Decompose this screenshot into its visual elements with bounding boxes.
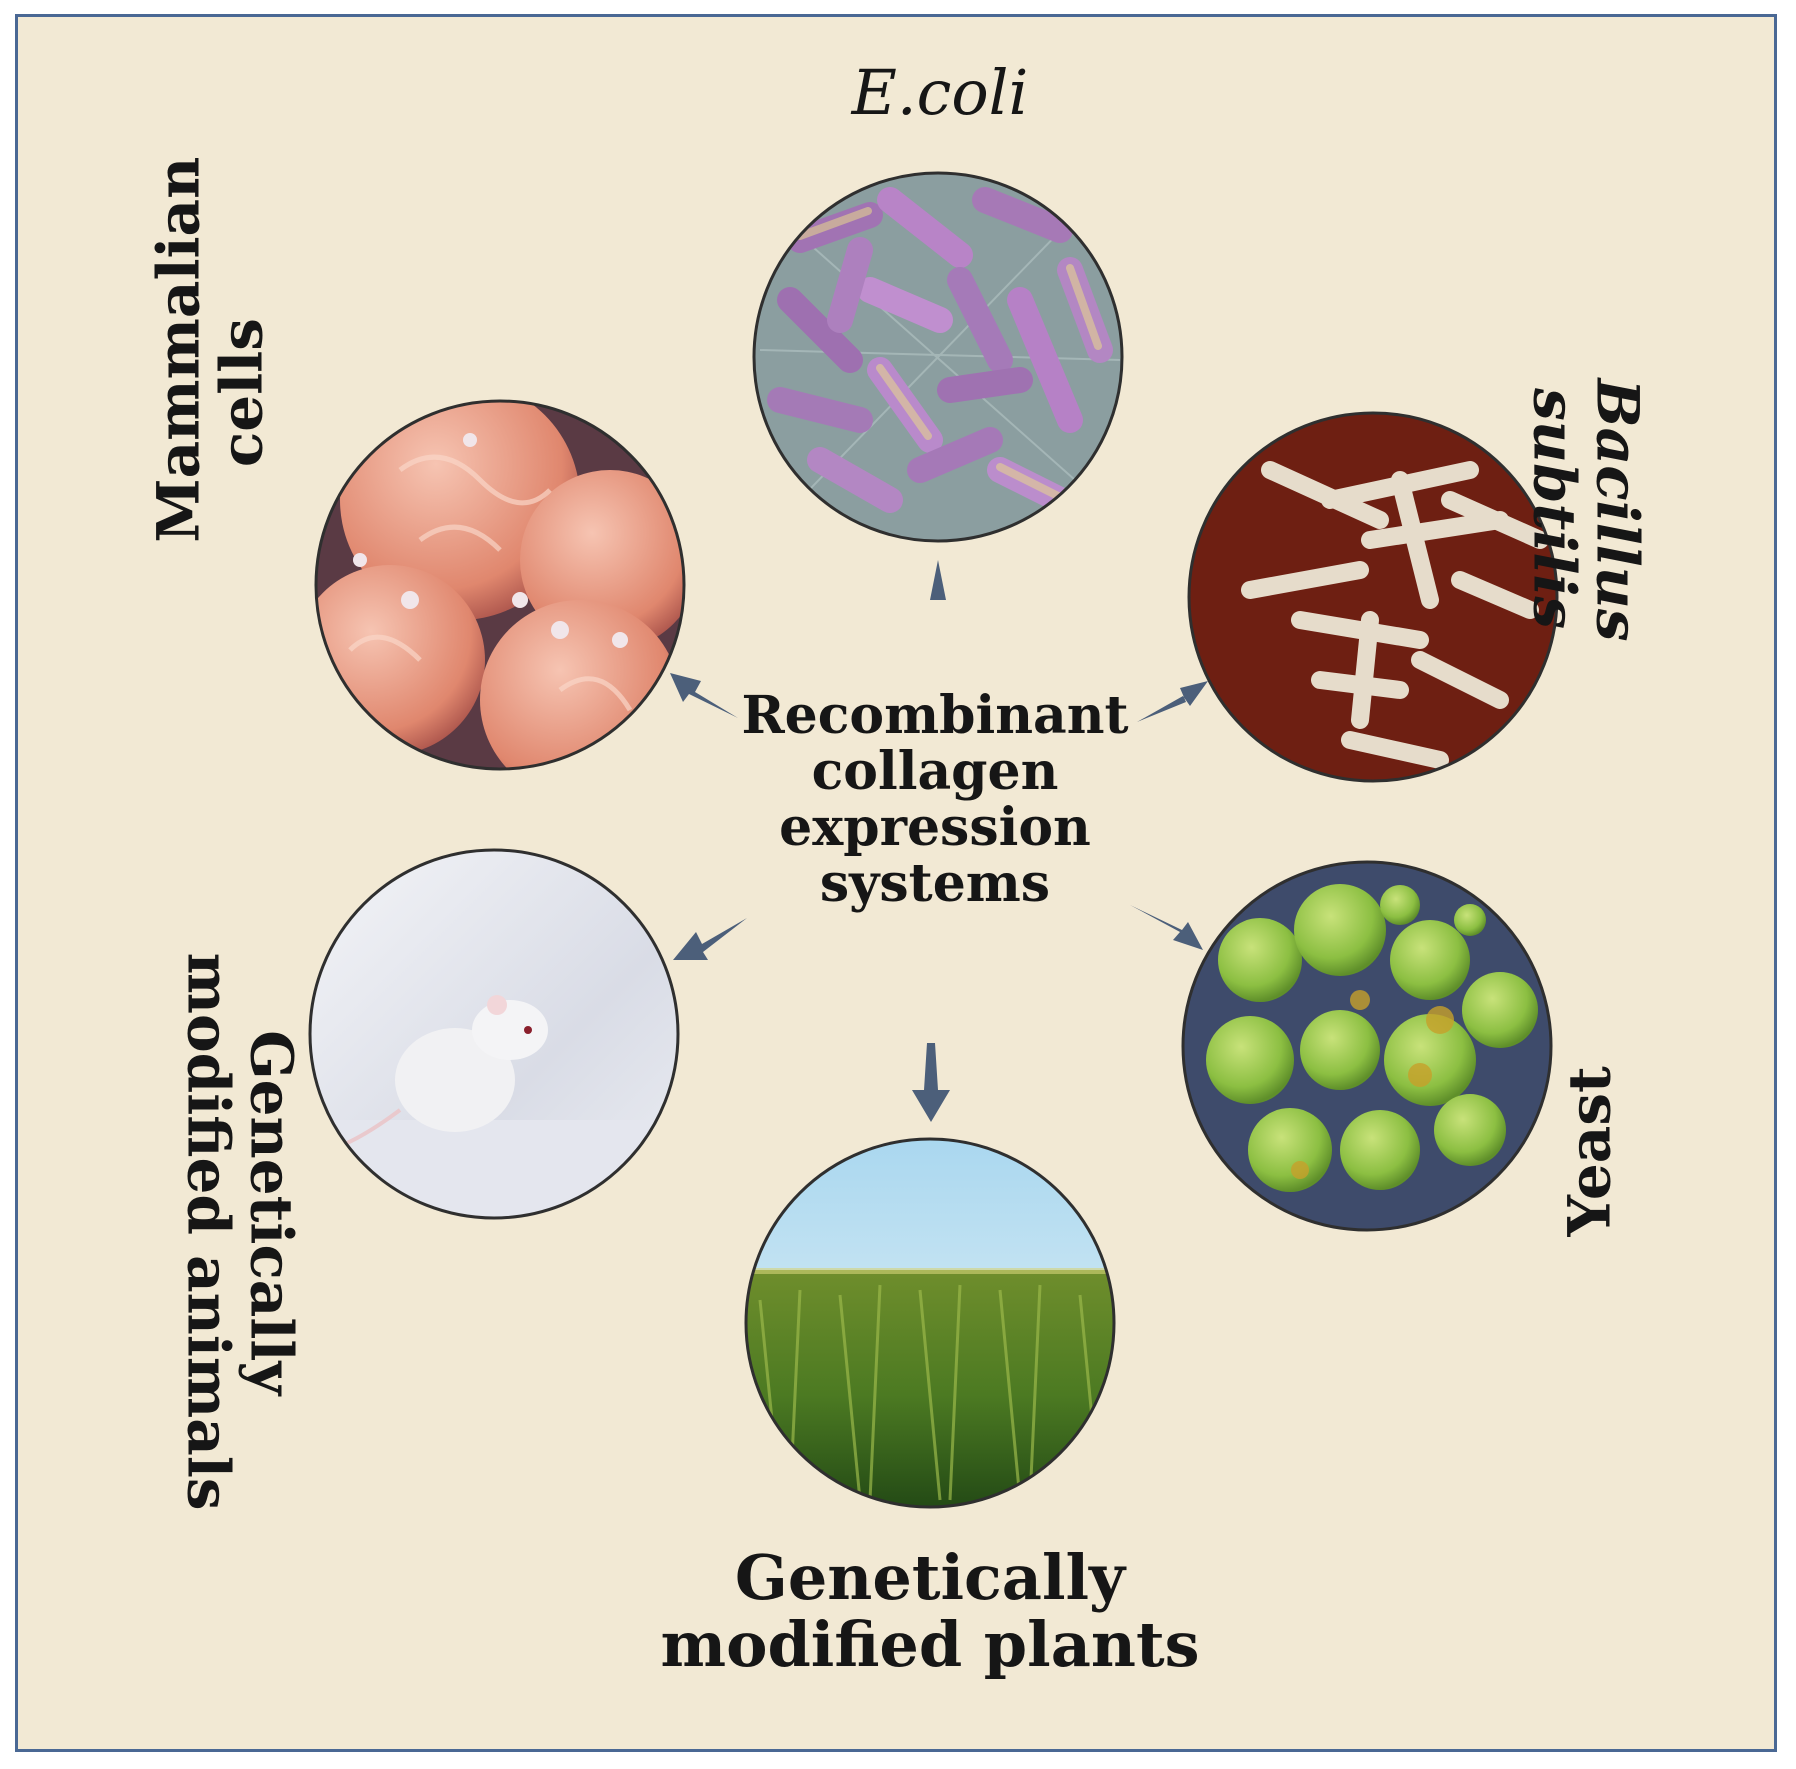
mouse-photo-icon [310, 850, 678, 1218]
animals-label: Genetically modified animals [175, 952, 306, 1511]
plants-label: Genetically modified plants [660, 1541, 1200, 1681]
ecoli-micrograph-icon [754, 173, 1122, 541]
arrow-to-bacillus [1137, 681, 1208, 722]
arrow-to-yeast [1130, 905, 1203, 950]
arrow-to-ecoli [930, 560, 946, 638]
ecoli-label: E.coli [851, 56, 1029, 129]
bacillus-label: Bacillus subtilis [1521, 378, 1652, 642]
center-label: Recombinant collagen expression systems [741, 685, 1129, 915]
arrows [670, 560, 1208, 1122]
yeast-label: Yeast [1555, 1066, 1624, 1237]
mammalian-cell-micrograph-icon [316, 401, 684, 769]
arrow-to-animals [673, 918, 747, 960]
arrow-to-mammalian [670, 673, 738, 718]
bacillus-micrograph-icon [1189, 413, 1557, 781]
yeast-micrograph-icon [1183, 862, 1551, 1230]
cornfield-photo-icon [746, 1139, 1114, 1507]
mammalian-label: Mammalian cells [144, 156, 275, 543]
arrow-to-plants [912, 1043, 950, 1122]
